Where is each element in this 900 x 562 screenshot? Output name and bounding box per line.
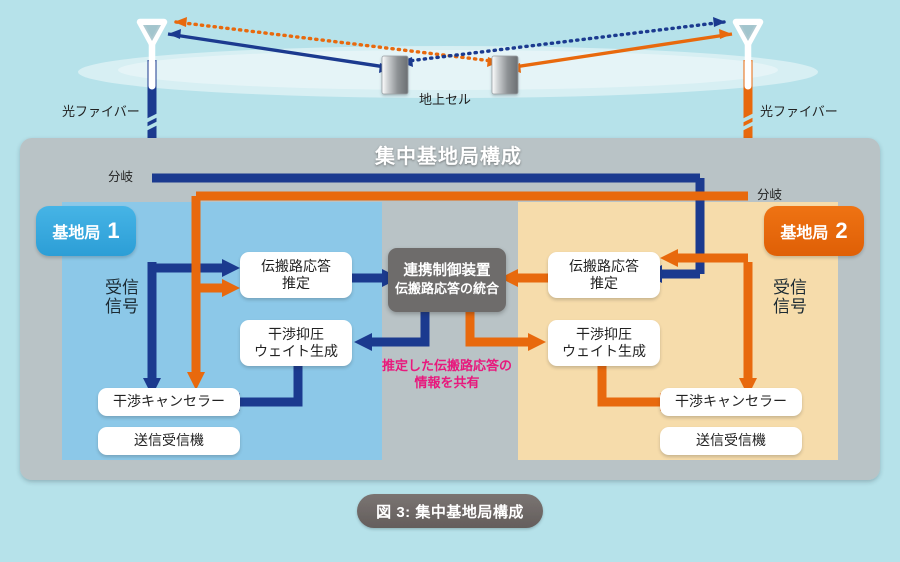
base-station-1-pill[interactable]: 基地局 1 (36, 206, 136, 256)
panel-title: 集中基地局構成 (375, 146, 522, 168)
ground-cell-building-left (381, 55, 409, 95)
figure-caption-shape (357, 494, 543, 528)
bs2-pill-label: 基地局 (780, 225, 829, 242)
base-station-2-pill[interactable]: 基地局 2 (764, 206, 864, 256)
antenna-left-icon (136, 18, 168, 90)
bs2-received-signal-label: 受信 信号 (773, 278, 807, 317)
bs1-channel-estimation-box[interactable]: 伝搬路応答 推定 (240, 252, 352, 298)
bs1-interference-canceller-box[interactable]: 干渉キャンセラー (98, 388, 240, 416)
coordination-unit-line1: 連携制御装置 (403, 263, 491, 280)
shared-channel-response-note: 推定した伝搬路応答の 情報を共有 (381, 358, 512, 390)
bs2-orange-paths (187, 191, 757, 396)
figure-caption: 図 3: 集中基地局構成 (376, 503, 524, 521)
fiber-right-label: 光ファイバー (760, 104, 838, 119)
ground-cell-ellipse (78, 46, 818, 98)
bs2-interference-weight-box[interactable]: 干渉抑圧 ウェイト生成 (548, 320, 660, 366)
bs2-interference-canceller-box[interactable]: 干渉キャンセラー (660, 388, 802, 416)
bs1-interference-weight-box[interactable]: 干渉抑圧 ウェイト生成 (240, 320, 352, 366)
bs1-pill-number: 1 (107, 218, 120, 243)
fiber-left-label: 光ファイバー (62, 104, 140, 119)
bs1-pill-label: 基地局 (52, 225, 101, 242)
ground-cell-building-right (491, 55, 519, 95)
coordination-unit-box[interactable]: 連携制御装置 伝搬路応答の統合 (388, 248, 506, 312)
bs2-transceiver-box[interactable]: 送信受信機 (660, 427, 802, 455)
ground-cell-label: 地上セル (419, 92, 472, 107)
branch-label-right: 分岐 (757, 188, 783, 202)
bs1-transceiver-box[interactable]: 送信受信機 (98, 427, 240, 455)
bs1-received-signal-label: 受信 信号 (105, 278, 139, 317)
bs2-channel-estimation-box[interactable]: 伝搬路応答 推定 (548, 252, 660, 298)
coordination-unit-line2: 伝搬路応答の統合 (394, 280, 499, 296)
bs2-pill-number: 2 (835, 218, 848, 243)
branch-label-left: 分岐 (108, 170, 134, 184)
antenna-right-icon (732, 18, 764, 90)
